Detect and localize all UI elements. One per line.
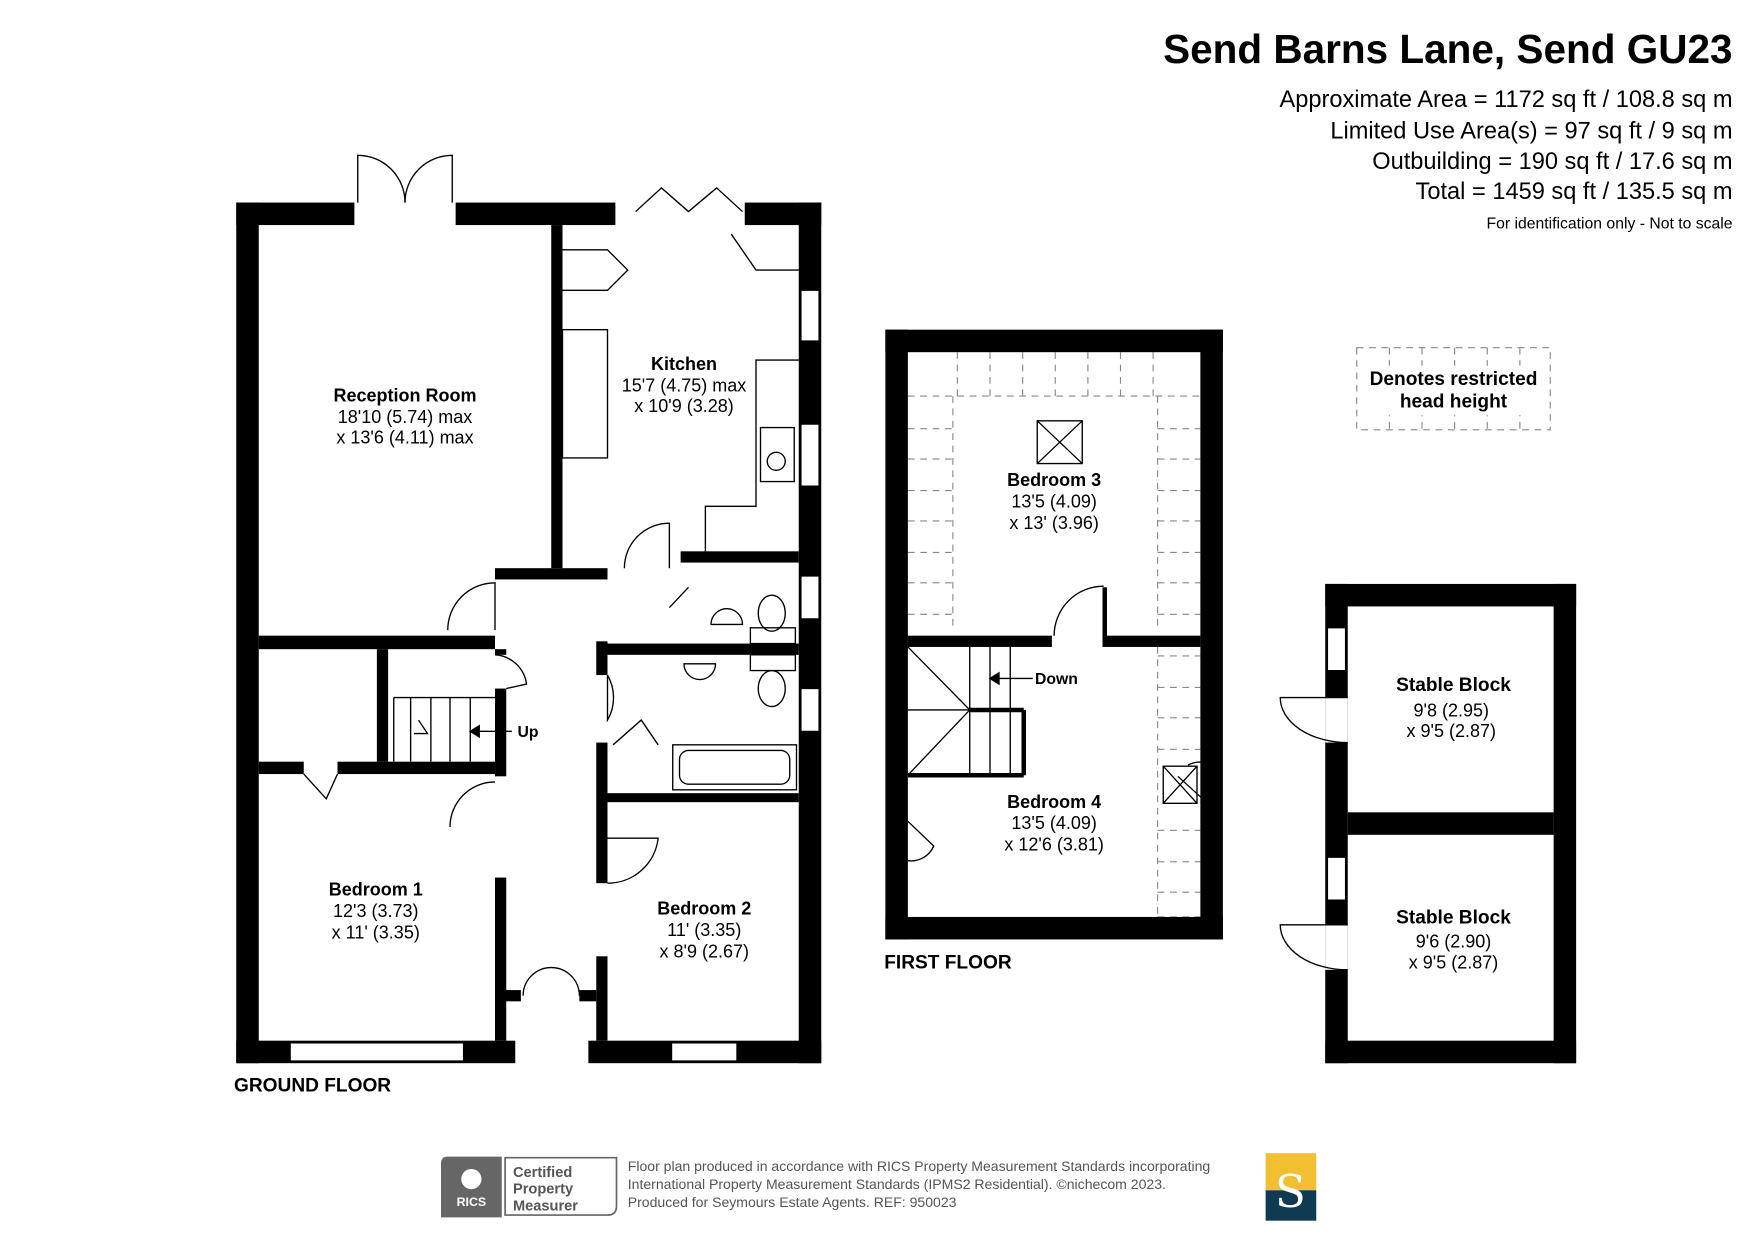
room-dimension: x 9'5 (2.87) <box>1409 953 1498 973</box>
room-bedroom-2: Bedroom 2 11' (3.35) x 8'9 (2.67) <box>657 899 751 962</box>
footer-note: International Property Measurement Stand… <box>628 1176 1166 1192</box>
area-line: Outbuilding = 190 sq ft / 17.6 sq m <box>1372 149 1732 175</box>
room-dimension: 13'5 (4.09) <box>1011 491 1097 511</box>
room-name: Reception Room <box>333 386 476 406</box>
rics-badge: RICS Certified Property Measurer <box>441 1156 618 1218</box>
area-line: Total = 1459 sq ft / 135.5 sq m <box>1416 179 1733 205</box>
floor-label: FIRST FLOOR <box>884 953 1012 974</box>
legend-text: Denotes restricted <box>1370 369 1538 390</box>
room-dimension: x 11' (3.35) <box>332 922 420 942</box>
room-name: Bedroom 4 <box>1007 792 1101 812</box>
room-dimension: x 9'5 (2.87) <box>1407 721 1496 741</box>
agent-logo: S <box>1265 1153 1317 1221</box>
room-name: Stable Block <box>1396 908 1511 929</box>
room-reception: Reception Room 18'10 (5.74) max x 13'6 (… <box>333 386 476 448</box>
restricted-head-height-legend: Denotes restricted head height <box>1356 347 1551 431</box>
room-bedroom-3: Bedroom 3 13'5 (4.09) x 13' (3.96) <box>1007 470 1101 533</box>
room-bedroom-4: Bedroom 4 13'5 (4.09) x 12'6 (3.81) <box>1004 792 1104 855</box>
badge-line: Measurer <box>513 1199 578 1215</box>
stairs-down <box>907 646 1033 778</box>
restricted-areas <box>907 352 1201 918</box>
room-dimension: x 13'6 (4.11) max <box>336 427 473 447</box>
door-swings <box>303 154 799 996</box>
room-dimension: x 10'9 (3.28) <box>634 396 734 416</box>
room-name: Stable Block <box>1396 675 1511 696</box>
room-name: Bedroom 3 <box>1007 470 1101 490</box>
area-line: Approximate Area = 1172 sq ft / 108.8 sq… <box>1280 87 1733 113</box>
bathroom-fittings <box>672 594 798 791</box>
room-dimension: 13'5 (4.09) <box>1011 813 1097 833</box>
room-dimension: 18'10 (5.74) max <box>338 407 473 427</box>
room-dimension: x 13' (3.96) <box>1009 513 1098 533</box>
stairs-up <box>393 696 512 762</box>
stairs-down-label: Down <box>1035 671 1078 688</box>
room-dimension: x 8'9 (2.67) <box>660 941 749 961</box>
room-dimension: 15'7 (4.75) max <box>622 376 747 396</box>
room-dimension: 9'6 (2.90) <box>1416 931 1491 951</box>
first-floor: Down Bedroom 3 13'5 (4.09) x 13' (3.96) … <box>884 329 1223 974</box>
area-line: Limited Use Area(s) = 97 sq ft / 9 sq m <box>1330 118 1732 144</box>
badge-line: Certified <box>513 1165 572 1181</box>
footer: RICS Certified Property Measurer Floor p… <box>441 1153 1317 1221</box>
room-name: Bedroom 1 <box>329 880 423 900</box>
room-dimension: 9'8 (2.95) <box>1414 701 1489 721</box>
room-bedroom-1: Bedroom 1 12'3 (3.73) x 11' (3.35) <box>329 880 423 943</box>
footer-note: Produced for Seymours Estate Agents. REF… <box>628 1194 957 1210</box>
door-swings <box>1279 696 1348 971</box>
room-dimension: x 12'6 (3.81) <box>1004 835 1104 855</box>
room-stable-block-1: Stable Block 9'8 (2.95) x 9'5 (2.87) <box>1396 675 1511 741</box>
room-name: Bedroom 2 <box>657 899 751 919</box>
badge-line: Property <box>513 1182 574 1198</box>
legend-text: head height <box>1400 391 1508 412</box>
rics-brand: RICS <box>457 1195 487 1209</box>
skylights <box>1036 420 1198 804</box>
footer-note: Floor plan produced in accordance with R… <box>628 1158 1210 1174</box>
floor-label: GROUND FLOOR <box>234 1075 391 1096</box>
room-dimension: 11' (3.35) <box>667 920 741 940</box>
room-kitchen: Kitchen 15'7 (4.75) max x 10'9 (3.28) <box>622 354 747 416</box>
outbuilding: Stable Block 9'8 (2.95) x 9'5 (2.87) Sta… <box>1279 583 1577 1064</box>
header: Send Barns Lane, Send GU23 Approximate A… <box>1163 26 1733 232</box>
agent-logo-letter: S <box>1275 1165 1306 1218</box>
disclaimer: For identification only - Not to scale <box>1487 215 1733 232</box>
rics-lion-icon <box>461 1168 482 1190</box>
room-stable-block-2: Stable Block 9'6 (2.90) x 9'5 (2.87) <box>1396 908 1511 973</box>
ground-floor: Up Reception Room 18'10 (5.74) max x 13'… <box>234 154 822 1096</box>
kitchen-fittings <box>561 329 799 552</box>
stairs-up-label: Up <box>518 724 539 741</box>
room-dimension: 12'3 (3.73) <box>333 901 419 921</box>
page-title: Send Barns Lane, Send GU23 <box>1163 26 1732 72</box>
door-swings <box>907 585 1213 862</box>
room-name: Kitchen <box>651 354 717 374</box>
